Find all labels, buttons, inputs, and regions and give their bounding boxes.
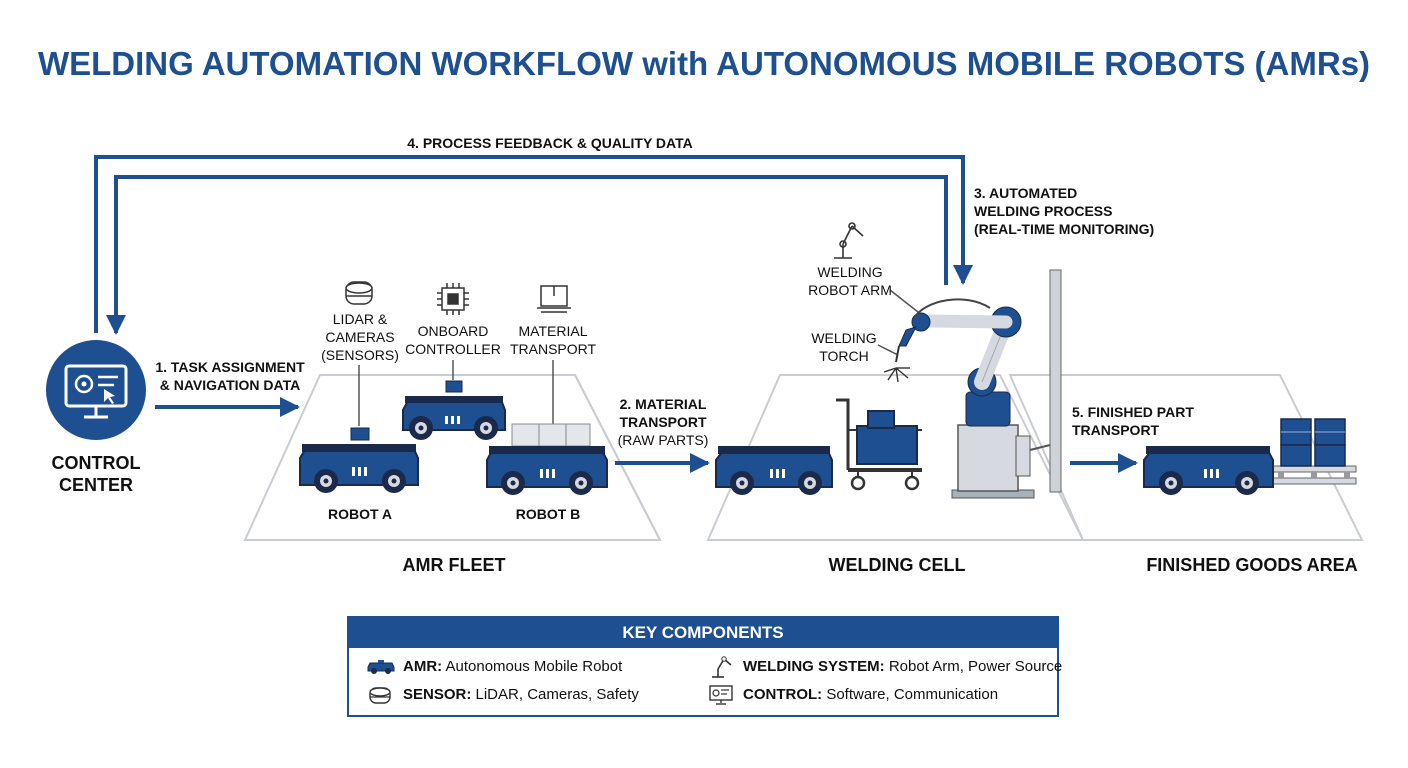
welding-robot-arm xyxy=(883,298,1035,499)
zone-finished-goods: FINISHED GOODS AREA xyxy=(1146,555,1358,575)
key-item-sensor: SENSOR: LiDAR, Cameras, Safety xyxy=(403,686,639,703)
material-transport-callout: MATERIAL TRANSPORT xyxy=(509,323,597,357)
safety-partition xyxy=(1029,269,1062,493)
amr-robot-welding-cell xyxy=(715,446,833,495)
control-center-icon xyxy=(46,340,146,440)
material-box-icon xyxy=(537,285,571,313)
welding-process-label: 3. AUTOMATED WELDING PROCESS (REAL-TIME … xyxy=(974,185,1155,237)
zone-welding-cell: WELDING CELL xyxy=(828,555,966,575)
robot-a-label: ROBOT A xyxy=(327,506,393,522)
parts-cart xyxy=(836,398,922,491)
zone-amr-fleet: AMR FLEET xyxy=(402,555,506,575)
sensors-callout: LIDAR & CAMERAS (SENSORS) xyxy=(321,311,399,363)
feedback-arrow-inner xyxy=(106,175,948,335)
page-title: WELDING AUTOMATION WORKFLOW with AUTONOM… xyxy=(37,45,1371,82)
controller-callout: ONBOARD CONTROLLER xyxy=(405,323,501,357)
robot-arm-icon xyxy=(712,656,732,678)
material-transport-note: (RAW PARTS) xyxy=(617,432,709,448)
key-item-amr: AMR: Autonomous Mobile Robot xyxy=(403,658,623,675)
robot-arm-small-icon xyxy=(834,222,864,259)
key-item-control: CONTROL: Software, Communication xyxy=(743,686,999,703)
robot-b-label: ROBOT B xyxy=(515,506,581,522)
key-components-panel: KEY COMPONENTS AMR: Autonomous Mobile Ro… xyxy=(347,616,1063,717)
welding-cell-floor xyxy=(706,374,1085,541)
amr-robot-a xyxy=(299,427,419,493)
control-monitor-icon xyxy=(709,685,733,705)
feedback-arrow-outer xyxy=(94,155,973,333)
finished-transport-label: 5. FINISHED PART TRANSPORT xyxy=(1072,404,1194,438)
material-transport-label: 2. MATERIAL TRANSPORT xyxy=(619,396,707,430)
finished-parts-stack xyxy=(1280,418,1346,467)
torch-callout: WELDING TORCH xyxy=(811,330,877,364)
task-assignment-label: 1. TASK ASSIGNMENT & NAVIGATION DATA xyxy=(155,359,305,393)
amr-robot-top xyxy=(402,380,506,440)
lidar-sensor-icon xyxy=(345,281,373,305)
robot-arm-callout: WELDING ROBOT ARM xyxy=(808,264,892,298)
amr-robot-finished xyxy=(1143,446,1357,495)
control-center-label: CONTROL CENTER xyxy=(51,453,141,495)
controller-chip-icon xyxy=(437,283,469,315)
key-components-heading: KEY COMPONENTS xyxy=(349,618,1057,648)
weld-spark-icon xyxy=(883,367,910,383)
feedback-label: 4. PROCESS FEEDBACK & QUALITY DATA xyxy=(407,135,693,151)
sensor-icon xyxy=(369,687,391,704)
amr-icon xyxy=(367,660,395,674)
finished-goods-floor xyxy=(1008,374,1364,541)
amr-robot-b xyxy=(486,423,608,495)
key-item-welding-system: WELDING SYSTEM: Robot Arm, Power Source xyxy=(743,658,1063,675)
